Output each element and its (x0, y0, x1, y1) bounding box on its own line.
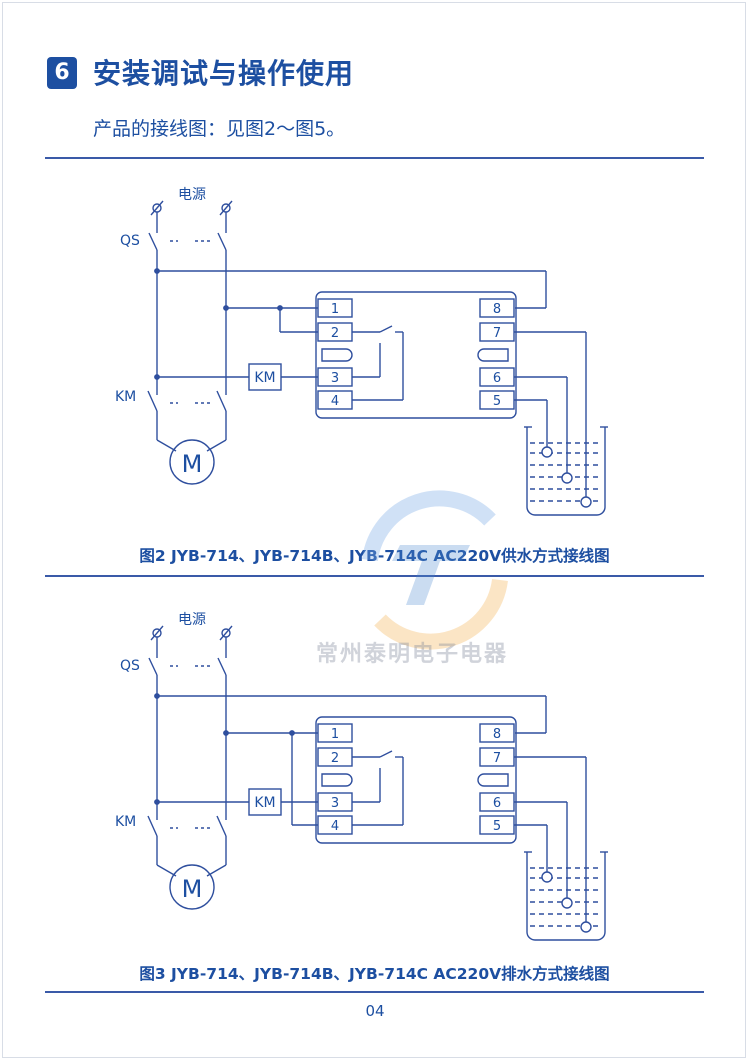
terminal-number-label: 6 (493, 796, 501, 811)
terminal-number-label: 4 (331, 394, 339, 409)
page-number: 04 (365, 1002, 385, 1020)
figure-caption-2: 图2 JYB-714、JYB-714B、JYB-714C AC220V供水方式接… (139, 547, 610, 565)
terminal-number-label: 7 (493, 751, 501, 766)
terminal-number-label: 8 (493, 302, 501, 317)
terminal-number-label: 3 (331, 371, 339, 386)
section-title: 安装调试与操作使用 (93, 57, 355, 90)
terminal-3 (317, 367, 353, 387)
terminal-number-label: 2 (331, 751, 339, 766)
terminal-number-label: 4 (331, 819, 339, 834)
divider-top (45, 157, 704, 159)
terminal-2 (317, 322, 353, 342)
km-label: KM (115, 389, 136, 405)
terminal-number-label: 5 (493, 819, 501, 834)
qs-label: QS (120, 233, 140, 249)
motor-label: M (182, 450, 203, 478)
km-label: KM (115, 814, 136, 830)
terminal-number-label: 5 (493, 394, 501, 409)
watermark-text: 常州泰明电子电器 (316, 642, 509, 667)
terminal-number-label: 1 (331, 727, 339, 742)
wiring-diagram-supply: 电源 QS KM (0, 175, 750, 535)
terminal-8 (479, 298, 515, 318)
terminal-1 (317, 298, 353, 318)
terminal-number-label: 1 (331, 302, 339, 317)
terminal-4 (317, 390, 353, 410)
qs-label: QS (120, 658, 140, 674)
section-number-badge: 6 (47, 57, 77, 89)
motor-icon (169, 864, 215, 910)
power-label: 电源 (178, 612, 206, 628)
motor-icon (169, 439, 215, 485)
divider-bottom (45, 991, 704, 993)
figure-caption-3: 图3 JYB-714、JYB-714B、JYB-714C AC220V排水方式接… (139, 965, 610, 983)
section-intro: 产品的接线图：见图2～图5。 (93, 118, 346, 140)
power-label: 电源 (178, 187, 206, 203)
divider-middle (45, 575, 704, 577)
motor-label: M (182, 875, 203, 903)
wiring-diagram-drainage: 电源 QS KM (0, 600, 750, 960)
km-coil-label: KM (254, 795, 275, 811)
terminal-number-label: 3 (331, 796, 339, 811)
terminal-number-label: 2 (331, 326, 339, 341)
terminal-number-label: 7 (493, 326, 501, 341)
terminal-number-label: 6 (493, 371, 501, 386)
km-coil-label: KM (254, 370, 275, 386)
terminal-number-label: 8 (493, 727, 501, 742)
